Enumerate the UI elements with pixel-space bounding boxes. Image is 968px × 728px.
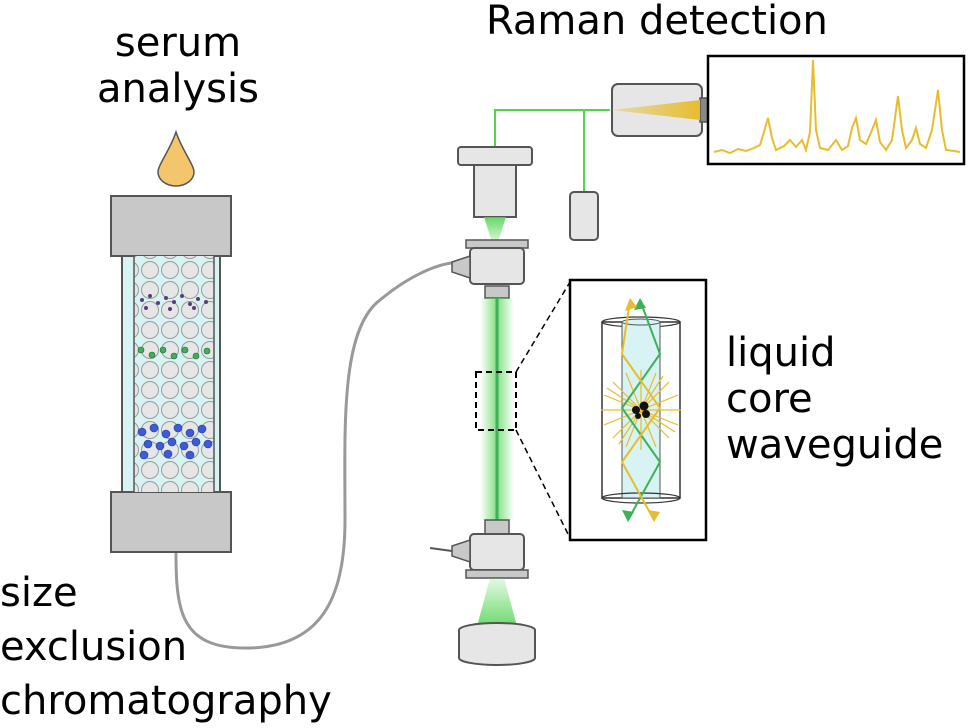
molecule-icon <box>632 401 650 419</box>
spectrometer-icon <box>611 83 709 137</box>
serum-analysis-label: serum analysis <box>78 20 278 112</box>
serum-label-line1: serum <box>114 20 242 66</box>
drop-icon <box>157 129 195 187</box>
detector-icon <box>569 191 599 241</box>
sec-label-line1: size <box>0 570 78 616</box>
yellow-zigzag <box>620 299 662 521</box>
purple-particle-band <box>140 294 208 311</box>
upper-flow-cell <box>451 239 529 299</box>
liquid-core-waveguide-label: liquid core waveguide <box>726 330 943 468</box>
excitation-fiber <box>494 109 610 150</box>
spectrum-trace <box>713 59 961 155</box>
sec-label-line2: exclusion <box>0 624 188 670</box>
raman-detection-label: Raman detection <box>486 0 828 44</box>
lcw-label-line2: core <box>726 376 813 422</box>
magnify-region <box>475 371 517 431</box>
lcw-label-line3: waveguide <box>726 422 944 468</box>
laser-icon <box>458 578 536 666</box>
fiber-tube <box>174 260 463 650</box>
lcw-label-line1: liquid <box>726 330 836 376</box>
raman-spectrum <box>706 54 966 166</box>
serum-label-line2: analysis <box>97 66 259 112</box>
lower-flow-cell <box>429 519 529 579</box>
green-zigzag <box>620 299 662 521</box>
blue-particle-band <box>137 423 213 460</box>
size-exclusion-chromatography-label: size exclusion chromatography <box>0 566 332 728</box>
waveguide-icon <box>568 278 708 542</box>
green-particle-band <box>137 346 211 360</box>
sec-label-line3: chromatography <box>0 678 332 724</box>
column-icon <box>110 195 232 553</box>
objective-icon <box>457 146 533 242</box>
